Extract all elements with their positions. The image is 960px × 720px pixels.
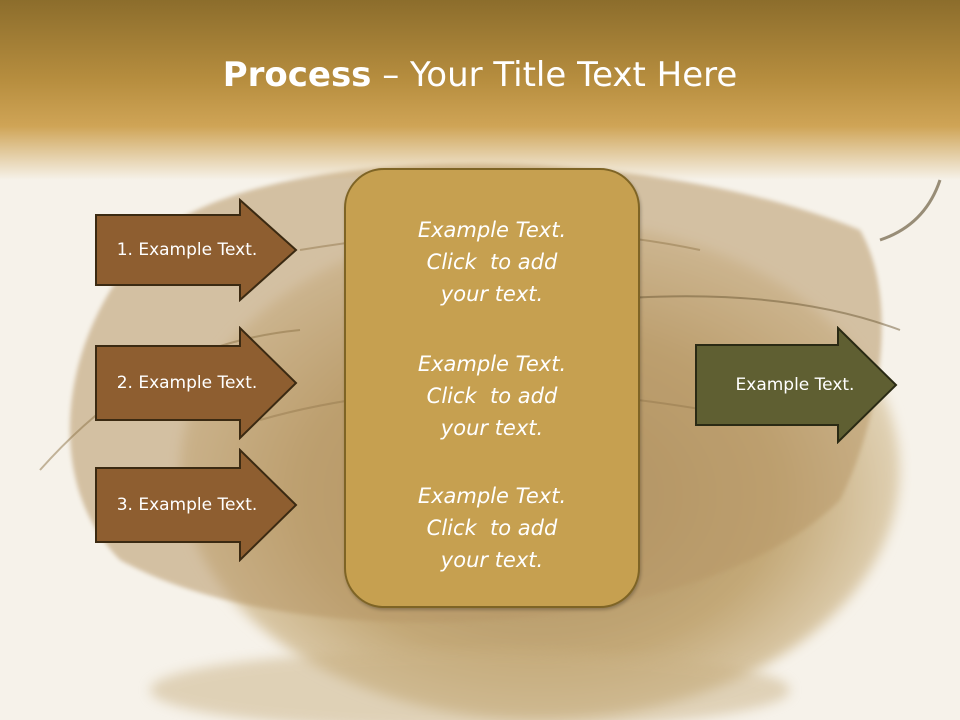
arrow-shape-icon — [95, 326, 298, 440]
left-arrow-2-label: 2. Example Text. — [116, 373, 258, 393]
center-line: Click to add — [426, 384, 558, 408]
left-arrow-1[interactable]: 1. Example Text. — [94, 198, 300, 302]
center-line: your text. — [440, 416, 544, 440]
center-text-box[interactable]: Example Text. Click to add your text. Ex… — [344, 168, 640, 608]
left-arrow-3-label: 3. Example Text. — [116, 495, 258, 515]
arrow-shape-icon — [695, 326, 898, 444]
center-text-block-3: Example Text. Click to add your text. — [346, 480, 638, 576]
center-line: your text. — [440, 282, 544, 306]
center-line: Example Text. — [417, 352, 567, 376]
title-header-band — [0, 0, 960, 180]
title-bold-part: Process — [222, 55, 372, 95]
arrow-shape-icon — [95, 448, 298, 562]
right-arrow-label: Example Text. — [735, 375, 855, 395]
right-arrow[interactable]: Example Text. — [694, 326, 900, 444]
center-line: Example Text. — [417, 218, 567, 242]
center-text-block-2: Example Text. Click to add your text. — [346, 348, 638, 444]
left-arrow-2[interactable]: 2. Example Text. — [94, 326, 300, 440]
center-line: Click to add — [426, 516, 558, 540]
center-text-block-1: Example Text. Click to add your text. — [346, 214, 638, 310]
left-arrow-3[interactable]: 3. Example Text. — [94, 448, 300, 562]
center-line: your text. — [440, 548, 544, 572]
arrow-shape-icon — [95, 198, 298, 302]
slide-title: Process – Your Title Text Here — [0, 52, 960, 98]
left-arrow-1-label: 1. Example Text. — [116, 240, 258, 260]
center-line: Click to add — [426, 250, 558, 274]
title-rest-part: – Your Title Text Here — [371, 55, 738, 95]
center-line: Example Text. — [417, 484, 567, 508]
